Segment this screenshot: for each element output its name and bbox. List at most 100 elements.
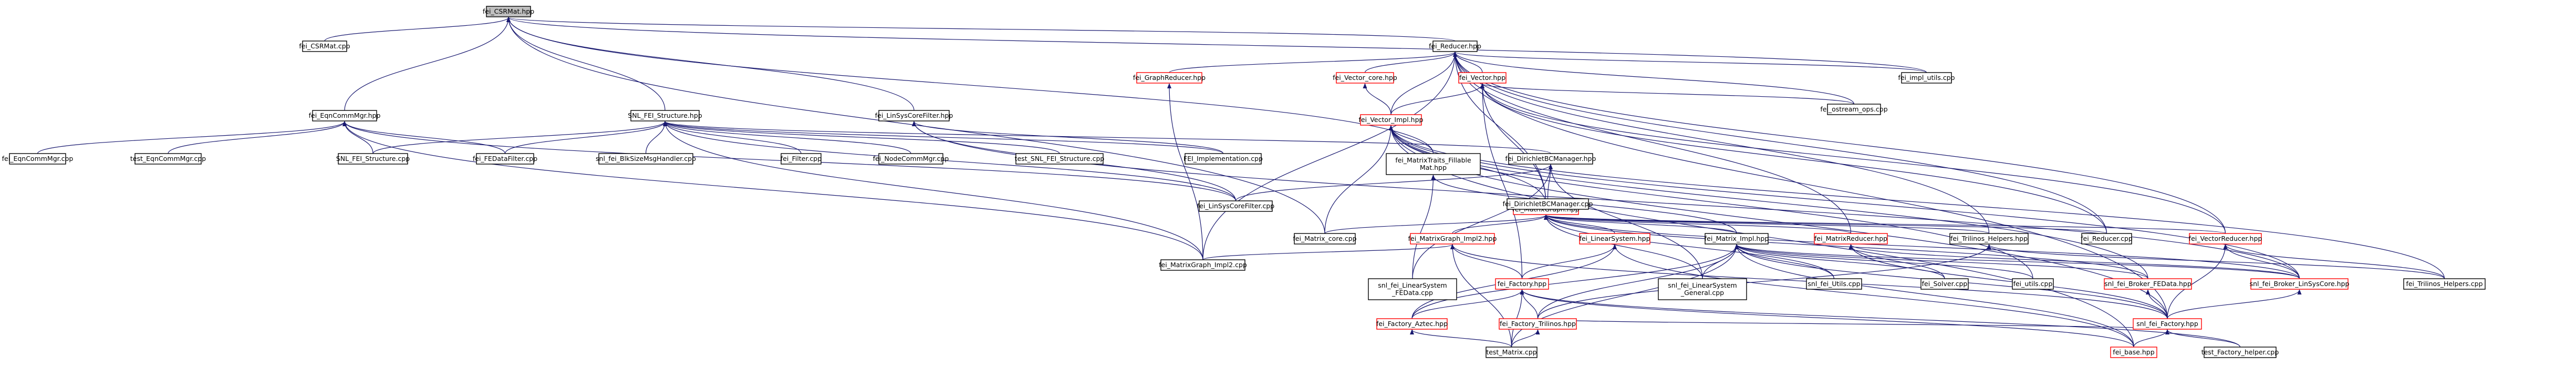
edge-snl-linearsystem-fedata-cpp-to-dirichletbcmanager-hpp bbox=[1412, 164, 1553, 279]
edge-fei-reducer-hpp-to-csrmat-hpp bbox=[506, 17, 1456, 42]
node-fei-vector-hpp[interactable]: fei_Vector.hpp bbox=[1458, 72, 1507, 84]
node-box bbox=[2133, 318, 2202, 330]
node-fei-utils-hpp[interactable]: snl_fei_Utils.cpp bbox=[1806, 278, 1862, 290]
edge-matrix-core-cpp-to-matrixgraph-hpp bbox=[1324, 215, 1548, 234]
edge-test-matrix-cpp-to-factory-aztec-hpp bbox=[1410, 329, 1512, 348]
node-csrmat-cpp[interactable]: fei_CSRMat.cpp bbox=[299, 40, 350, 52]
node-blkscemsghandler-cpp[interactable]: snl_fei_BlkSizeMsgHandler.cpp bbox=[596, 153, 696, 165]
edge-trilinos-helpers-cpp-to-trilinos-helpers-hpp bbox=[1987, 244, 2445, 279]
edge-linearsystem-hpp-to-matrixgraph-hpp bbox=[1544, 215, 1615, 234]
edge-snl-fei-factory-hpp-to-broker-fedata-hpp bbox=[2146, 289, 2168, 319]
edge-vectorreducer-hpp-to-fei-vector-hpp bbox=[1480, 83, 2226, 234]
node-box bbox=[338, 153, 408, 165]
node-nodecommmgr-cpp[interactable]: fei_NodeCommMgr.cpp bbox=[873, 153, 949, 165]
node-fei-utils-cpp[interactable]: fei_utils.cpp bbox=[2012, 278, 2054, 290]
edge-snl-fei-structure-hpp-to-csrmat-hpp bbox=[506, 17, 666, 111]
node-eqncommmgr-hpp[interactable]: fei_EqnCommMgr.hpp bbox=[309, 110, 381, 121]
node-matrix-impl-hpp[interactable]: fei_Matrix_Impl.hpp bbox=[1705, 233, 1769, 245]
node-fei-reducer-hpp[interactable]: fei_Reducer.hpp bbox=[1429, 40, 1481, 52]
node-matrix-core-cpp[interactable]: fei_Matrix_core.cpp bbox=[1293, 233, 1357, 245]
edge-fei-utils-cpp-to-matrix-impl-hpp bbox=[1734, 244, 2033, 279]
node-dirichletbcmanager-cpp[interactable]: fei_DirichletBCManager.cpp bbox=[1503, 198, 1593, 210]
node-linsyscorefilter-hpp[interactable]: fei_LinSysCoreFilter.hpp bbox=[875, 110, 953, 121]
node-box bbox=[1814, 233, 1888, 245]
node-filter-cpp[interactable]: fei_Filter.cpp bbox=[781, 153, 822, 165]
node-dirichletbcmanager-hpp[interactable]: fei_DirichletBCManager.hpp bbox=[1505, 153, 1596, 165]
node-vector-impl-hpp[interactable]: fei_Vector_Impl.hpp bbox=[1359, 114, 1424, 126]
edge-matrixgraph-impl2-cpp-to-fei-reducer-hpp bbox=[1202, 52, 1457, 260]
node-box bbox=[1410, 233, 1495, 245]
node-label: test_Factory_helper.cpp bbox=[2201, 348, 2279, 356]
node-label: fei_Reducer.cpp bbox=[2081, 235, 2133, 242]
edge-matrixgraph-impl2-hpp-to-matrixgraph-hpp bbox=[1452, 215, 1548, 234]
node-label: fei_Solver.cpp bbox=[1922, 280, 1968, 288]
node-label: fei_CSRMat.cpp bbox=[299, 42, 350, 50]
node-graphreducer-hpp[interactable]: fei_GraphReducer.hpp bbox=[1133, 72, 1206, 84]
edge-test-factory-helper-cpp-to-fei-factory-hpp bbox=[1520, 289, 2241, 348]
node-snl-fei-structure-cpp[interactable]: SNL_FEI_Structure.cpp bbox=[336, 153, 410, 165]
node-box bbox=[1368, 278, 1457, 300]
edge-linsyscorefilter-cpp-to-snl-fei-structure-hpp bbox=[663, 121, 1237, 201]
node-trilinos-helpers-cpp[interactable]: fei_Trilinos_Helpers.cpp bbox=[2403, 278, 2486, 290]
node-fei-reducer-cpp[interactable]: fei_Reducer.cpp bbox=[2081, 233, 2133, 245]
node-linsyscorefilter-cpp[interactable]: fei_LinSysCoreFilter.cpp bbox=[1197, 200, 1275, 212]
node-box bbox=[1458, 72, 1507, 84]
node-box bbox=[2081, 233, 2132, 245]
edge-fei-utils-hpp-to-matrix-impl-hpp bbox=[1734, 244, 1835, 279]
node-broker-linsyscore-hpp[interactable]: snl_fei_Broker_LinSysCore.hpp bbox=[2250, 278, 2350, 290]
node-test-factory-helper-cpp[interactable]: test_Factory_helper.cpp bbox=[2201, 347, 2279, 358]
edge-fei-factory-hpp-to-matrixgraph-impl2-hpp bbox=[1450, 244, 1523, 279]
node-broker-fedata-hpp[interactable]: snl_fei_Broker_FEData.hpp bbox=[2104, 278, 2192, 290]
node-ostream-ops-cpp[interactable]: fei_ostream_ops.cpp bbox=[1820, 104, 1888, 115]
node-matrixgraph-impl2-cpp[interactable]: fei_MatrixGraph_Impl2.cpp bbox=[1159, 259, 1247, 271]
node-vector-core-hpp[interactable]: fei_Vector_core.hpp bbox=[1333, 72, 1397, 84]
node-box bbox=[1486, 347, 1538, 358]
node-trilinos-helpers-hpp[interactable]: fei_Trilinos_Helpers.hpp bbox=[1949, 233, 2029, 245]
edge-trilinos-helpers-hpp-to-fei-reducer-hpp bbox=[1453, 52, 1990, 234]
node-fei-implementation-cpp[interactable]: FEI_Implementation.cpp bbox=[1183, 153, 1263, 165]
node-test-matrix-cpp[interactable]: test_Matrix.cpp bbox=[1486, 347, 1538, 358]
node-test-snl-fei-structure-cpp[interactable]: test_SNL_FEI_Structure.cpp bbox=[1015, 153, 1105, 165]
node-fei-solver-cpp[interactable]: fei_Solver.cpp bbox=[1920, 278, 1969, 290]
node-label: fei_FEDataFilter.cpp bbox=[473, 155, 537, 162]
edge-matrix-core-cpp-to-vector-impl-hpp bbox=[1324, 125, 1393, 234]
edge-matrixgraph-impl2-cpp-to-eqncommmgr-hpp bbox=[342, 121, 1203, 260]
edge-trilinos-helpers-cpp-to-vectorreducer-hpp bbox=[2223, 244, 2445, 279]
node-label: fei_Factory_Aztec.hpp bbox=[1376, 320, 1448, 328]
node-snl-fei-structure-hpp[interactable]: SNL_FEI_Structure.hpp bbox=[628, 110, 702, 121]
node-test-eqncommmgr-cpp[interactable]: test_EqnCommMgr.cpp bbox=[130, 153, 206, 165]
node-snl-fei-factory-hpp[interactable]: snl_fei_Factory.hpp bbox=[2133, 318, 2202, 330]
node-impl-utils-cpp[interactable]: fei_impl_utils.cpp bbox=[1898, 72, 1955, 84]
node-label: fei_Vector.hpp bbox=[1459, 74, 1505, 82]
node-factory-aztec-hpp[interactable]: fei_Factory_Aztec.hpp bbox=[1376, 318, 1448, 330]
node-box bbox=[9, 153, 66, 165]
edge-fei-utils-cpp-to-vector-impl-hpp bbox=[1389, 125, 2033, 279]
edge-snl-fei-factory-hpp-to-matrixreducer-hpp bbox=[1848, 244, 2168, 319]
node-box bbox=[486, 6, 531, 17]
node-matrixgraph-impl2-hpp[interactable]: fei_MatrixGraph_Impl2.hpp bbox=[1408, 233, 1497, 245]
node-fei-base-hpp[interactable]: fei_base.hpp bbox=[2110, 347, 2157, 358]
node-label: FEI_Implementation.cpp bbox=[1183, 155, 1263, 162]
node-csrmat-hpp[interactable]: fei_CSRMat.hpp bbox=[483, 6, 534, 17]
node-fei-factory-hpp[interactable]: fei_Factory.hpp bbox=[1495, 278, 1549, 290]
edge-vectorreducer-hpp-to-matrixgraph-hpp bbox=[1544, 215, 2226, 234]
edge-test-eqncommmgr-cpp-to-eqncommmgr-hpp bbox=[168, 121, 347, 154]
edge-fedatafilter-cpp-to-eqncommmgr-hpp bbox=[342, 121, 506, 154]
node-box bbox=[476, 153, 534, 165]
node-fedatafilter-cpp[interactable]: fei_FEDataFilter.cpp bbox=[473, 153, 537, 165]
edge-broker-linsyscore-hpp-to-matrix-impl-hpp bbox=[1734, 244, 2300, 279]
node-label: snl_fei_BlkSizeMsgHandler.cpp bbox=[596, 155, 696, 162]
node-label: SNL_FEI_Structure.hpp bbox=[628, 111, 702, 119]
node-linearsystem-hpp[interactable]: fei_LinearSystem.hpp bbox=[1579, 233, 1650, 245]
edge-matrixgraph-impl2-cpp-to-matrixgraph-impl2-hpp bbox=[1202, 244, 1455, 260]
edge-eqncommmgr-cpp-to-eqncommmgr-hpp bbox=[37, 121, 347, 154]
node-matrixreducer-hpp[interactable]: fei_MatrixReducer.hpp bbox=[1814, 233, 1888, 245]
edge-factory-trilinos-hpp-to-trilinos-helpers-hpp bbox=[1537, 244, 1991, 319]
node-factory-trilinos-hpp[interactable]: fei_Factory_Trilinos.hpp bbox=[1499, 318, 1577, 330]
node-box bbox=[1294, 233, 1356, 245]
node-eqncommmgr-cpp[interactable]: fei_EqnCommMgr.cpp bbox=[2, 153, 74, 165]
node-snl-linearsystem-fedata-cpp[interactable]: snl_fei_LinearSystem_FEData.cpp bbox=[1368, 278, 1457, 300]
node-vectorreducer-hpp[interactable]: fei_VectorReducer.hpp bbox=[2189, 233, 2262, 245]
node-linearsystem-general-cpp[interactable]: snl_fei_LinearSystem_General.cpp bbox=[1658, 278, 1747, 300]
